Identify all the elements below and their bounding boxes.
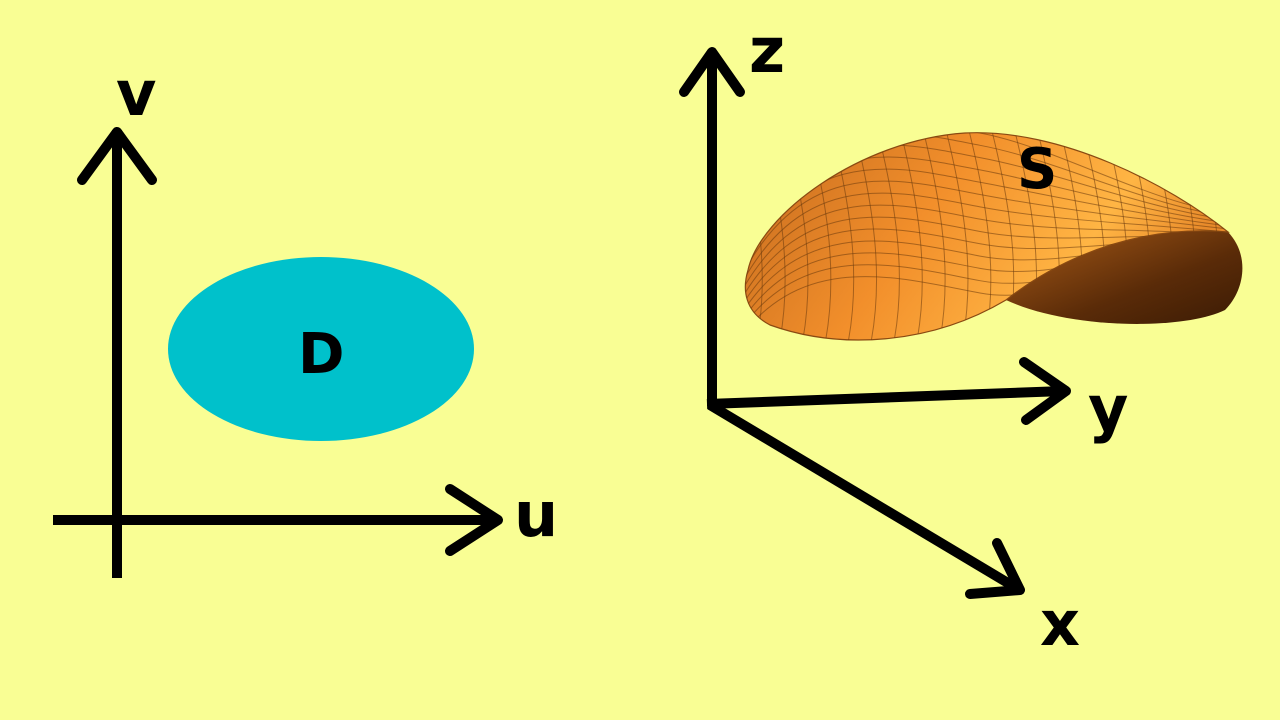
y-axis-label: y [1088, 372, 1128, 445]
region-d [168, 257, 474, 441]
y-axis [706, 386, 1065, 409]
surface-s-underside [1006, 230, 1243, 324]
surface-mesh-line [897, 132, 923, 340]
y-axis-arrowhead [1019, 357, 1071, 425]
u-axis-label: u [514, 478, 558, 551]
surface-mesh-line [745, 192, 1228, 297]
uv-plane: v u D [53, 57, 558, 578]
x-axis-label: x [1040, 587, 1080, 660]
u-axis-arrowhead [445, 484, 503, 556]
x-axis-arrowhead [965, 538, 1025, 599]
region-d-label: D [298, 322, 344, 387]
v-axis-label: v [116, 57, 156, 130]
surface-mesh-line [745, 204, 1228, 304]
surface-s-label: S [1017, 137, 1057, 202]
z-axis-label: z [749, 14, 785, 87]
z-axis-arrowhead [679, 47, 745, 97]
x-axis [707, 400, 1021, 594]
v-axis-arrowhead [77, 127, 157, 185]
